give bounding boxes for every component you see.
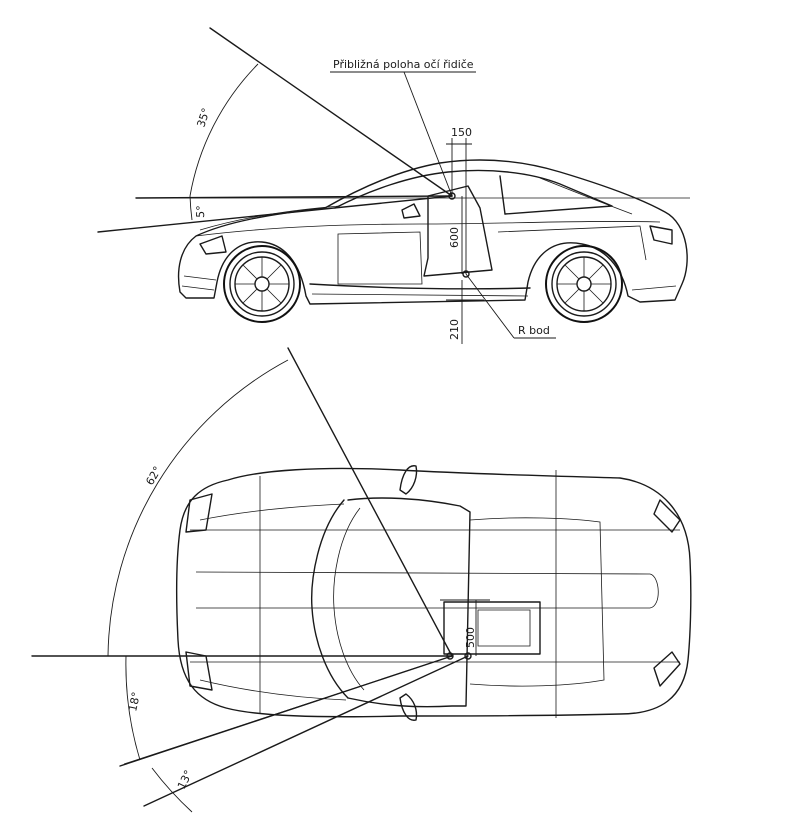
arc-13 <box>151 767 193 813</box>
side-b-pillar <box>499 175 506 215</box>
rear-wheel-side <box>545 245 623 323</box>
top-hood-line-1 <box>199 503 345 521</box>
side-rear-bumper <box>631 285 677 291</box>
side-mirror <box>401 203 421 219</box>
top-eye-right <box>464 652 472 660</box>
angle-62-text: 62° <box>143 464 164 487</box>
side-front-bumper <box>181 275 217 291</box>
side-sill-lower <box>311 293 529 297</box>
side-rear-window <box>539 177 633 215</box>
dim-210-text: 210 <box>448 319 461 340</box>
top-windscreen-inner <box>333 507 365 691</box>
side-door <box>337 231 423 285</box>
top-stripe <box>195 571 659 609</box>
top-view: 62° 18° 13° 500 <box>31 347 692 813</box>
top-hood-line-2 <box>199 679 347 701</box>
front-wheel-side <box>223 245 301 323</box>
angle-5-text: 5° <box>194 205 207 218</box>
leader-r-point <box>465 273 515 339</box>
angle-13-text: 13° <box>175 768 195 791</box>
top-rear-window <box>469 517 605 687</box>
leader-eye-label <box>403 71 453 197</box>
r-point-label: R bod <box>518 324 550 337</box>
top-taillight-right <box>653 651 681 687</box>
top-seat <box>443 601 541 655</box>
arc-35 <box>189 63 259 197</box>
dim-600-text: 600 <box>448 227 461 248</box>
side-taillight <box>649 225 673 245</box>
top-taillight-left <box>653 499 681 533</box>
side-rear-panel <box>497 225 647 261</box>
side-view: Přibližná poloha očí řidiče R bod 150 60… <box>97 27 690 344</box>
eye-position-label: Přibližná poloha očí řidiče <box>333 58 474 71</box>
arc-18 <box>125 655 141 761</box>
top-seat-inner <box>477 609 531 647</box>
arc-62 <box>107 359 289 657</box>
top-sight-13-ref <box>123 655 453 765</box>
arc-5 <box>189 195 193 221</box>
dim-500-text: 500 <box>464 627 477 648</box>
top-roof <box>347 497 471 708</box>
side-sill <box>309 283 531 290</box>
side-window-line <box>334 169 613 215</box>
angle-18-text: 18° <box>126 691 143 713</box>
side-belt-line <box>195 221 661 237</box>
top-mirror-left <box>399 465 418 495</box>
top-headlight-left <box>185 493 213 533</box>
sight-line-5 <box>97 195 453 233</box>
dim-150-text: 150 <box>451 126 472 139</box>
side-headlight <box>199 235 227 255</box>
angle-35-text: 35° <box>194 106 212 129</box>
side-seat <box>423 185 493 277</box>
top-sight-62 <box>287 347 453 657</box>
sight-line-35 <box>209 27 453 197</box>
top-mirror-right <box>399 693 418 721</box>
top-headlight-right <box>185 651 213 691</box>
top-body-outline <box>176 467 692 718</box>
top-sight-13 <box>143 655 469 807</box>
